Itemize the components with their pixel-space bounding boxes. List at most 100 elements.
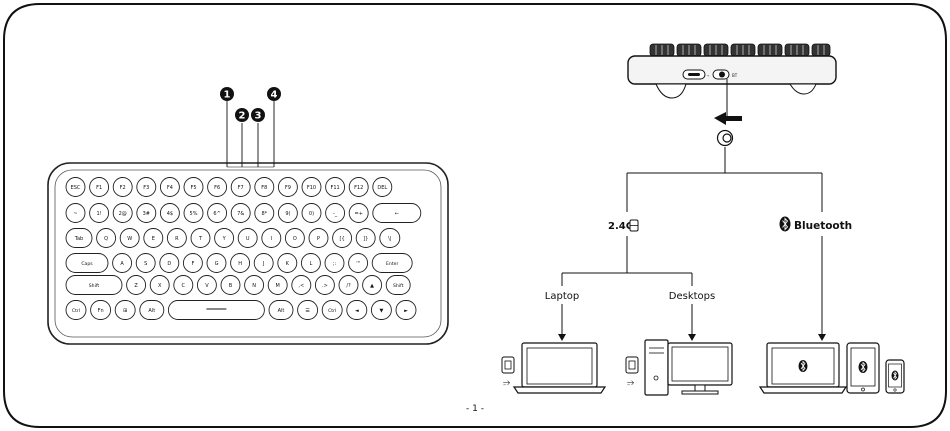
usb-symbol-icon: ⭌ xyxy=(503,378,510,388)
key-label-2-2: W xyxy=(127,236,132,242)
bluetooth-icon xyxy=(780,217,791,232)
bluetooth-laptop-device xyxy=(760,343,846,393)
key-label-5-10: ► xyxy=(404,308,408,314)
key-label-1-2: 2@ xyxy=(119,211,127,217)
bluetooth-label-group: Bluetooth xyxy=(780,217,853,233)
key-label-3-10: ;: xyxy=(333,261,337,267)
desktops-label: Desktops xyxy=(669,291,715,302)
usb-receiver-icon-desktop: ⭌ xyxy=(626,357,638,388)
bluetooth-phone-device xyxy=(886,360,904,393)
bluetooth-label: Bluetooth xyxy=(794,220,852,232)
key-label-4-11: ▲ xyxy=(370,283,374,289)
key-label-1-8: 8* xyxy=(261,211,267,217)
key-label-1-10: 0) xyxy=(309,211,314,217)
key-label-5-6: ☰ xyxy=(305,308,310,314)
svg-text:BT: BT xyxy=(732,73,738,78)
key-label-0-7: F7 xyxy=(238,185,244,191)
switch-direction-arrow xyxy=(714,112,742,125)
key-label-1-11: -_ xyxy=(333,211,338,217)
key-label-2-10: P xyxy=(317,236,320,242)
bluetooth-tablet-device xyxy=(847,343,879,393)
key-label-4-1: Z xyxy=(134,283,138,289)
callout-4-label: 4 xyxy=(271,90,278,101)
bluetooth-icon-laptop xyxy=(799,360,808,372)
key-label-3-7: J xyxy=(262,261,264,267)
callout-1-label: 1 xyxy=(224,90,231,101)
key-label-5-7: Ctrl xyxy=(328,308,336,314)
key-label-5-1: Fn xyxy=(98,308,104,314)
laptop-label: Laptop xyxy=(545,291,579,302)
laptop-device: ⭌ xyxy=(502,343,605,393)
desktop-device: ⭌ xyxy=(626,340,732,395)
callout-3-label: 3 xyxy=(255,111,262,122)
key-label-2-1: Q xyxy=(104,236,108,242)
key-label-0-11: F11 xyxy=(330,185,339,191)
side-foot-left xyxy=(656,84,686,98)
indicator-callouts: 1 2 3 4 xyxy=(220,87,281,167)
key-label-0-12: F12 xyxy=(354,185,363,191)
key-label-4-5: B xyxy=(229,283,233,289)
key-label-3-6: H xyxy=(238,261,242,267)
key-label-4-7: M xyxy=(276,283,280,289)
key-label-0-9: F9 xyxy=(285,185,291,191)
key-label-0-0: ESC xyxy=(71,185,81,191)
key-label-5-2: ⊞ xyxy=(123,308,127,314)
page-number: - 1 - xyxy=(466,404,484,414)
key-label-0-4: F4 xyxy=(167,185,173,191)
key-label-0-5: F5 xyxy=(190,185,196,191)
key-label-3-11: '" xyxy=(356,261,360,267)
key-label-1-7: 7& xyxy=(237,211,244,217)
key-label-2-13: \| xyxy=(388,236,392,242)
key-label-0-8: F8 xyxy=(261,185,267,191)
keyboard-side-view: BT ⌁ xyxy=(628,44,836,146)
callout-2-label: 2 xyxy=(239,111,246,122)
key-label-5-0: Ctrl xyxy=(72,308,80,314)
bluetooth-icon-phone xyxy=(892,371,899,381)
key-label-3-5: G xyxy=(215,261,219,267)
key-label-1-6: 6^ xyxy=(213,211,220,217)
key-label-3-3: D xyxy=(167,261,171,267)
key-label-5-8: ◄ xyxy=(355,308,359,314)
key-label-3-9: L xyxy=(310,261,313,267)
key-label-5-3: Alt xyxy=(148,308,155,314)
key-label-2-12: ]} xyxy=(363,236,368,242)
key-label-2-11: [{ xyxy=(340,236,345,242)
key-label-4-8: ,< xyxy=(298,283,304,289)
key-label-0-13: DEL xyxy=(377,185,387,191)
key-label-1-3: 3# xyxy=(143,211,150,217)
key-label-4-9: .> xyxy=(322,283,328,289)
key-label-3-2: S xyxy=(144,261,147,267)
key-label-0-10: F10 xyxy=(307,185,316,191)
key-label-2-3: E xyxy=(152,236,155,242)
key-label-0-1: F1 xyxy=(96,185,102,191)
usb-receiver-icon xyxy=(630,220,638,231)
key-label-2-0: Tab xyxy=(74,236,83,242)
key-label-1-5: 5% xyxy=(190,211,198,217)
key-label-4-12: Shift xyxy=(393,283,404,289)
key-label-1-9: 9( xyxy=(285,211,290,217)
key-label-5-5: Alt xyxy=(278,308,285,314)
key-label-4-0: Shift xyxy=(89,283,100,289)
key-label-3-0: Caps xyxy=(81,261,93,267)
usb-receiver-icon-laptop: ⭌ xyxy=(502,357,514,388)
key-label-1-1: 1! xyxy=(97,211,102,217)
key-5-4 xyxy=(168,301,264,320)
key-label-2-8: I xyxy=(271,236,272,242)
key-label-5-9: ▼ xyxy=(379,308,383,314)
bluetooth-icon-tablet xyxy=(859,361,868,373)
key-label-1-4: 4$ xyxy=(167,211,173,217)
key-label-4-2: X xyxy=(158,283,162,289)
key-label-0-3: F3 xyxy=(143,185,149,191)
key-label-4-6: N xyxy=(252,283,256,289)
usb-symbol-icon-2: ⭌ xyxy=(627,378,634,388)
key-label-3-4: F xyxy=(191,261,194,267)
connection-lines xyxy=(562,147,822,334)
key-label-1-0: ~ xyxy=(73,211,77,217)
wireless-2-4g-label-group: 2.4G xyxy=(608,220,638,232)
key-label-1-13: ← xyxy=(395,211,399,217)
key-label-2-7: U xyxy=(246,236,250,242)
key-label-0-6: F6 xyxy=(214,185,220,191)
connection-arrowheads xyxy=(558,334,826,341)
